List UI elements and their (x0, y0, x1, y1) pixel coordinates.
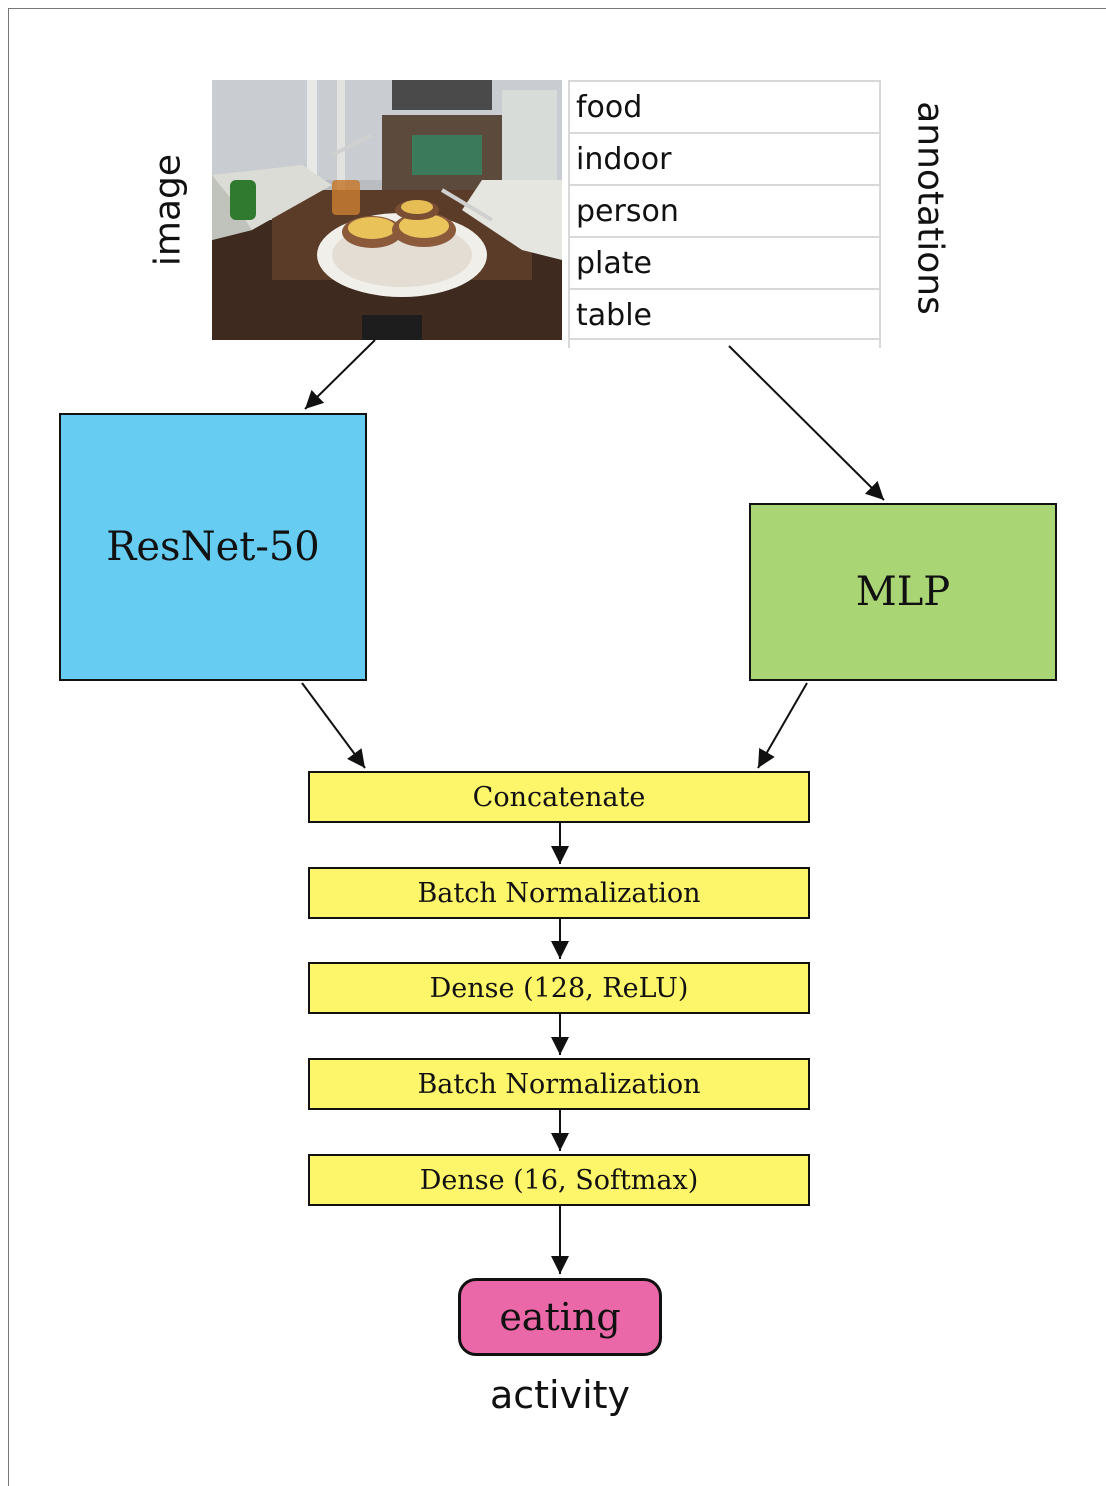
table-divider (879, 80, 881, 348)
annotation-item: indoor (568, 132, 881, 184)
table-divider (568, 80, 570, 348)
mlp-box: MLP (749, 503, 1057, 681)
activity-label: activity (489, 1373, 631, 1417)
egocentric-photo (212, 80, 562, 340)
photo-illustration (212, 80, 562, 340)
dense-relu-layer: Dense (128, ReLU) (308, 962, 810, 1014)
batch-norm-layer: Batch Normalization (308, 1058, 810, 1110)
annotation-item: food (568, 80, 881, 132)
arrow-mlp-to-concat (757, 682, 808, 769)
resnet-box: ResNet-50 (59, 413, 367, 681)
annotation-item: person (568, 184, 881, 236)
arrow-annotations-to-mlp (728, 345, 885, 501)
arrow-image-to-resnet (304, 339, 376, 410)
batch-norm-layer: Batch Normalization (308, 867, 810, 919)
figure-frame (8, 8, 1106, 1486)
annotation-item: table (568, 288, 881, 340)
annotation-item: plate (568, 236, 881, 288)
arrow-resnet-to-concat (301, 682, 366, 769)
dense-softmax-layer: Dense (16, Softmax) (308, 1154, 810, 1206)
annotations-table: food indoor person plate table (568, 80, 903, 350)
concatenate-layer: Concatenate (308, 771, 810, 823)
activity-output: eating (458, 1278, 662, 1356)
